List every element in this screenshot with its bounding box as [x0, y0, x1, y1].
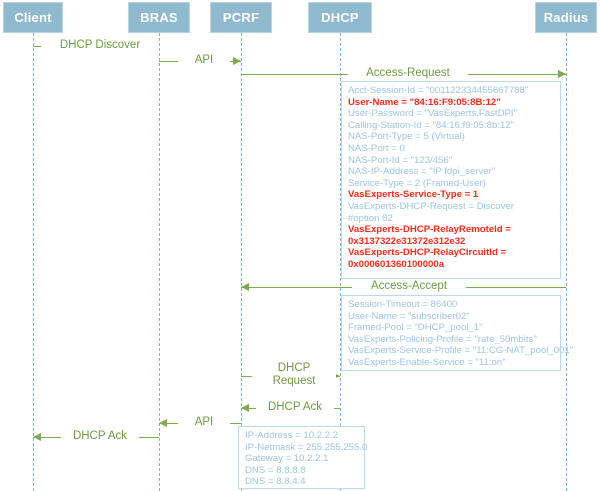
message-label-dhcp-request: DHCP Request	[252, 362, 336, 388]
note-line: 0x3137322e31372e312e32	[348, 235, 466, 247]
note-line: IP-Address = 10.2.2.2	[245, 430, 339, 441]
lifeline-pcrf	[241, 33, 242, 491]
arrowhead-right-api-bras-pcrf	[233, 56, 241, 65]
note-dhcp-ack: IP-Address = 10.2.2.2 IP-Netmask = 255.2…	[238, 426, 368, 489]
lifeline-dhcp	[340, 33, 341, 491]
note-line: 0x000601360100000a	[348, 258, 445, 270]
note-line: Framed-Pool = "DHCP_pool_1"	[348, 322, 483, 334]
actor-label-pcrf: PCRF	[222, 10, 260, 25]
note-line: VasExperts-Service-Profile = "11:CG-NAT_…	[348, 345, 574, 357]
note-line: NAS-IP-Address = "IP fdpi_server"	[348, 166, 496, 178]
note-line: DNS = 8.8.8.8	[245, 464, 306, 476]
note-line: #option 82	[348, 212, 393, 224]
arrowhead-left-dhcp-ack-dhcp-pcrf	[241, 403, 249, 412]
message-label-api-bras-pcrf: API	[178, 54, 230, 67]
note-line: DNS = 8.8.4.4	[245, 476, 306, 488]
note-access-accept: Session-Timeout = 86400 User-Name = "sub…	[341, 295, 574, 371]
actor-box-pcrf[interactable]: PCRF	[210, 2, 272, 33]
note-line: Service-Type = 2 (Framed-User)	[348, 177, 486, 189]
note-line: VasExperts-Service-Type = 1	[348, 189, 479, 201]
message-label-dhcp-ack-bras-client: DHCP Ack	[61, 430, 139, 443]
actor-box-dhcp[interactable]: DHCP	[308, 2, 372, 33]
arrowhead-left-api-pcrf-bras	[159, 418, 167, 427]
note-line: IP-Netmask = 255.255.255.0	[245, 441, 368, 453]
note-line: Calling-Station-Id = "84:16:f9:05:8b:12"	[348, 119, 515, 131]
note-line: VasExperts-DHCP-RelayRemoteId =	[348, 224, 511, 236]
actor-box-client[interactable]: Client	[3, 2, 63, 33]
note-line: User-Password = "VasExperts.FastDPI"	[348, 108, 517, 120]
note-line: NAS-Port-Id = "123/456"	[348, 154, 453, 166]
message-label-dhcp-discover: DHCP Discover	[41, 39, 159, 52]
lifeline-radius	[566, 33, 567, 491]
actor-box-bras[interactable]: BRAS	[128, 2, 190, 33]
actor-label-client: Client	[14, 10, 52, 25]
note-line: User-Name = "subscriber02"	[348, 310, 470, 322]
note-line: User-Name = "84:16:F9:05:8B:12"	[348, 96, 501, 108]
arrowhead-left-access-accept	[241, 282, 249, 291]
message-label-dhcp-ack-dhcp-pcrf: DHCP Ack	[256, 401, 334, 414]
actor-box-radius[interactable]: Radius	[535, 2, 597, 33]
note-line: NAS-Port-Type = 5 (Virtual)	[348, 131, 465, 143]
lifeline-client	[33, 33, 34, 491]
message-label-api-pcrf-bras: API	[178, 416, 230, 429]
note-line: VasExperts-DHCP-Request = Discover	[348, 200, 514, 212]
note-line: VasExperts-Policing-Profile = "rate_50mb…	[348, 333, 537, 345]
actor-label-radius: Radius	[543, 10, 589, 25]
actor-label-dhcp: DHCP	[321, 10, 359, 25]
note-line: Session-Timeout = 86400	[348, 299, 458, 310]
note-line: VasExperts-DHCP-RelayCircuitId =	[348, 247, 507, 259]
message-label-dhcp-request-line2: Request	[272, 375, 316, 387]
note-line: Acct-Session-Id = "001122334455667788"	[348, 85, 529, 96]
note-line: VasExperts-Enable-Service = "11:on"	[348, 356, 506, 368]
message-label-dhcp-request-line1: DHCP	[277, 362, 311, 374]
arrowhead-right-access-request	[558, 69, 566, 78]
actor-label-bras: BRAS	[140, 10, 178, 25]
message-label-access-accept: Access-Accept	[352, 280, 466, 293]
note-line: Gateway = 10.2.2.1	[245, 453, 329, 465]
arrowhead-right-dhcp-request	[332, 371, 340, 380]
lifeline-bras	[159, 33, 160, 491]
message-label-access-request: Access-Request	[348, 67, 468, 80]
note-line: NAS-Port = 0	[348, 142, 405, 154]
arrowhead-left-dhcp-ack-bras-client	[33, 432, 41, 441]
note-access-request: Acct-Session-Id = "001122334455667788" U…	[341, 81, 561, 279]
